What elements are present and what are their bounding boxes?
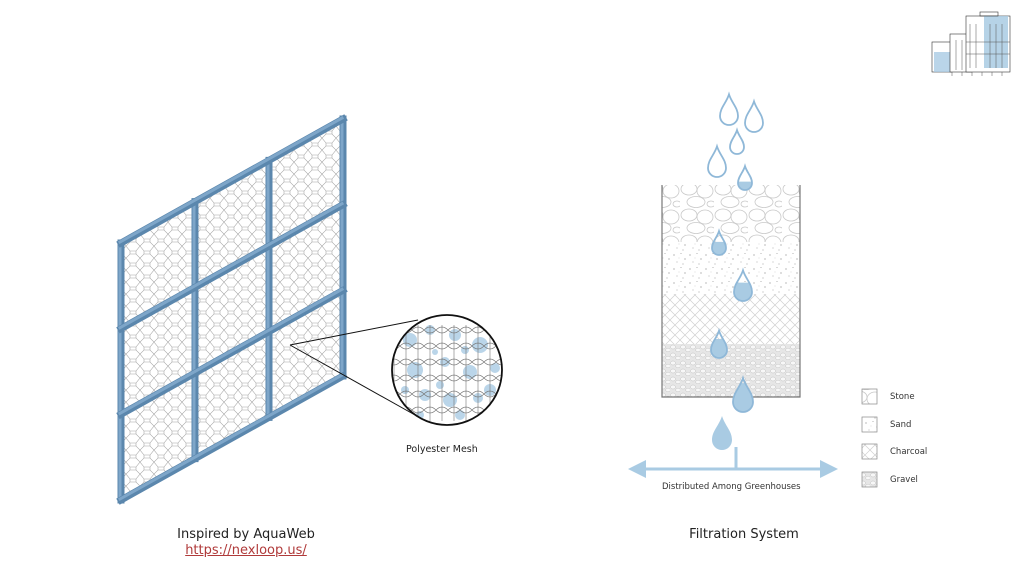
water-droplet [403, 333, 417, 347]
mesh-knot [495, 325, 502, 341]
water-drop-icon [719, 91, 739, 126]
legend-swatch-sand [861, 416, 878, 433]
water-droplet [436, 381, 444, 389]
mesh-knot [508, 405, 520, 421]
water-droplet [432, 349, 438, 355]
water-drop-icon [707, 143, 727, 178]
mesh-knot [508, 341, 520, 357]
water-drop-icon [712, 416, 732, 450]
distribution-label: Distributed Among Greenhouses [662, 482, 801, 492]
mesh-knot [508, 325, 520, 341]
mesh-knot [508, 373, 520, 389]
polyester-mesh-label: Polyester Mesh [406, 444, 478, 455]
mesh-knot [495, 405, 502, 421]
legend-swatch-stone [861, 388, 878, 405]
water-droplet [461, 346, 469, 354]
legend-swatch-charcoal [861, 443, 878, 460]
frame-horizontal-bar [117, 201, 345, 330]
mesh-knot [392, 325, 401, 341]
left-panel-title: Inspired by AquaWeb [177, 527, 315, 542]
arrow-right-icon [820, 460, 838, 478]
layer-charcoal [662, 294, 800, 344]
frame-horizontal-bar [117, 115, 345, 245]
frame-horizontal-bar [117, 372, 345, 502]
layer-gravel [662, 344, 800, 397]
water-droplet [443, 393, 457, 407]
mesh-knot [508, 357, 520, 373]
water-drop-icon [732, 374, 754, 413]
water-drop-icon [744, 98, 764, 133]
arrow-left-icon [628, 460, 646, 478]
mesh-knot [495, 357, 502, 373]
water-droplet [407, 362, 423, 378]
water-droplet [472, 337, 488, 353]
water-droplet [490, 363, 500, 373]
water-drop-icon [711, 228, 727, 256]
frame-horizontal-bar [117, 287, 345, 416]
legend-label-gravel: Gravel [890, 475, 918, 485]
building-icon [931, 11, 1011, 76]
legend-label-sand: Sand [890, 420, 912, 430]
water-drop-icon [710, 327, 728, 359]
legend-label-stone: Stone [890, 392, 915, 402]
water-droplet [440, 357, 450, 367]
mesh-knot [508, 389, 520, 405]
right-panel-title: Filtration System [689, 527, 799, 542]
legend [861, 388, 878, 488]
water-drops [707, 91, 764, 450]
polyester-mesh-magnified [391, 314, 520, 426]
mesh-frame [116, 114, 348, 505]
distribution-arrow [628, 447, 838, 478]
filtration-container [661, 185, 801, 398]
water-drop-icon [729, 127, 745, 155]
water-droplet [455, 410, 465, 420]
nexloop-link[interactable]: https://nexloop.us/ [185, 543, 307, 558]
mesh-knot [495, 373, 502, 389]
legend-swatch-gravel [861, 471, 878, 488]
layer-stone [662, 185, 800, 242]
legend-label-charcoal: Charcoal [890, 447, 928, 457]
water-drop-icon [737, 163, 753, 191]
layer-sand [662, 242, 800, 294]
water-droplet [463, 365, 477, 379]
water-droplet [401, 386, 409, 394]
water-drop-icon [733, 267, 753, 302]
mesh-knot [392, 405, 401, 421]
callout-line-bottom [289, 344, 416, 416]
callout-line-top [289, 319, 419, 346]
